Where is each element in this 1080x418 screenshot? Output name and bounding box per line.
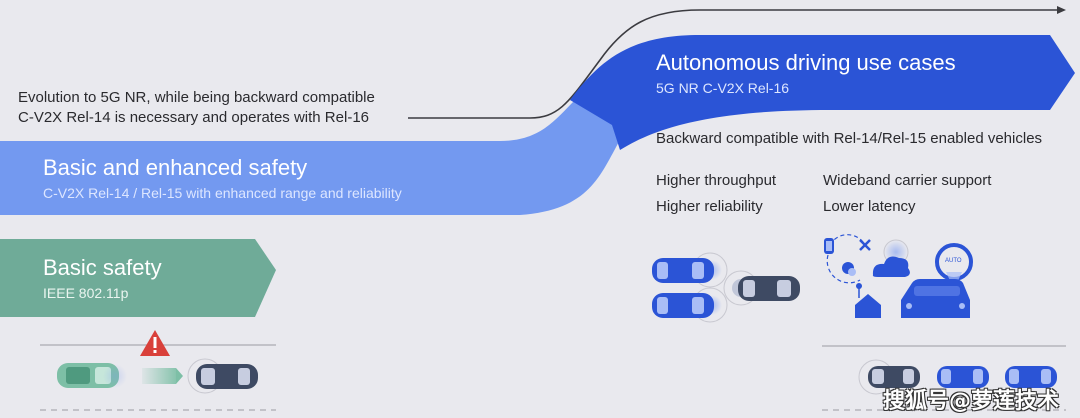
- evolution-note-line1: Evolution to 5G NR, while being backward…: [18, 89, 375, 106]
- band-basic-safety: [0, 239, 276, 317]
- feature-higher-throughput: Higher throughput: [656, 172, 777, 189]
- enhanced-safety-title: Basic and enhanced safety: [43, 155, 308, 180]
- autonomous-car-icon: [901, 243, 973, 318]
- band-autonomous: [570, 35, 1075, 150]
- watermark: 搜狐号@萝莲技术: [883, 389, 1060, 414]
- dark-car-icon-bottom: [858, 359, 920, 395]
- band-enhanced-safety: [0, 85, 620, 215]
- smart-home-icon: [855, 283, 881, 318]
- dark-car-icon-right: [723, 270, 800, 306]
- evolution-note-line2: C-V2X Rel-14 is necessary and operates w…: [18, 109, 369, 126]
- auto-badge-label: AUTO: [945, 258, 962, 264]
- basic-safety-subtitle: IEEE 802.11p: [43, 285, 129, 301]
- warning-triangle-icon: [140, 330, 170, 356]
- message-trail: [142, 368, 176, 384]
- feature-wideband-carrier: Wideband carrier support: [823, 172, 992, 189]
- cloud-icon: [872, 239, 910, 277]
- connected-devices-icon: [824, 234, 871, 284]
- blue-car-icon-bottom-1: [937, 366, 989, 388]
- enhanced-safety-subtitle: C-V2X Rel-14 / Rel-15 with enhanced rang…: [43, 185, 402, 201]
- green-car-icon: [57, 363, 127, 388]
- autonomous-title: Autonomous driving use cases: [656, 50, 956, 75]
- evolution-arrow-head: [1057, 6, 1066, 14]
- blue-car-icon-bottom-2: [1005, 366, 1057, 388]
- blue-car-icon-2: [652, 287, 728, 323]
- blue-car-icon-1: [652, 252, 728, 288]
- basic-safety-title: Basic safety: [43, 255, 162, 280]
- feature-higher-reliability: Higher reliability: [656, 198, 763, 215]
- dark-car-icon: [187, 358, 258, 394]
- backward-compat-note: Backward compatible with Rel-14/Rel-15 e…: [656, 130, 1043, 147]
- feature-lower-latency: Lower latency: [823, 198, 916, 215]
- drone-icon: [859, 239, 871, 251]
- autonomous-subtitle: 5G NR C-V2X Rel-16: [656, 80, 790, 96]
- evolution-curve: [408, 9, 1060, 119]
